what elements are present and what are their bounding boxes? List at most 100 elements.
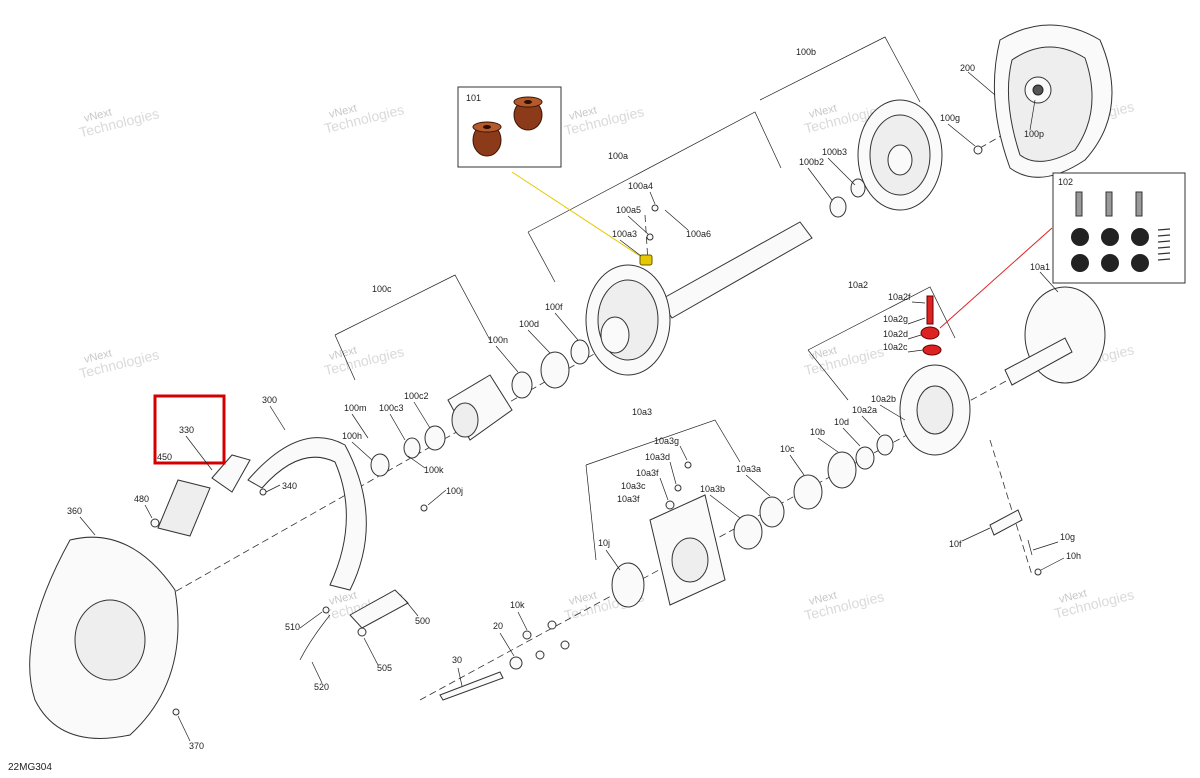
watermark-line2: Technologies bbox=[322, 343, 405, 378]
part-10a3g bbox=[684, 461, 692, 469]
callout-330[interactable]: 330 bbox=[179, 425, 194, 435]
callout-450[interactable]: 450 bbox=[157, 452, 172, 462]
callout-520[interactable]: 520 bbox=[314, 682, 329, 692]
part-10d bbox=[855, 446, 875, 470]
callout-100a4[interactable]: 100a4 bbox=[628, 181, 653, 191]
part-500 bbox=[349, 589, 409, 629]
callout-10a3d[interactable]: 10a3d bbox=[645, 452, 670, 462]
callout-10a2b[interactable]: 10a2b bbox=[871, 394, 896, 404]
part-10f bbox=[989, 509, 1023, 536]
callout-10a2c[interactable]: 10a2c bbox=[883, 342, 908, 352]
callout-10c[interactable]: 10c bbox=[780, 444, 795, 454]
callout-100a3[interactable]: 100a3 bbox=[612, 229, 637, 239]
part-100c3 bbox=[403, 437, 421, 459]
part-100b-hub bbox=[887, 144, 913, 176]
callout-10d[interactable]: 10d bbox=[834, 417, 849, 427]
callout-100c3[interactable]: 100c3 bbox=[379, 403, 404, 413]
callout-10a3g[interactable]: 10a3g bbox=[654, 436, 679, 446]
part-20-washer bbox=[509, 656, 523, 670]
part-10a3a bbox=[759, 496, 785, 528]
callout-100c2[interactable]: 100c2 bbox=[404, 391, 429, 401]
watermark-line2: Technologies bbox=[562, 103, 645, 138]
callout-500[interactable]: 500 bbox=[415, 616, 430, 626]
callout-100b[interactable]: 100b bbox=[796, 47, 816, 57]
callout-10h[interactable]: 10h bbox=[1066, 551, 1081, 561]
inset-102-label: 102 bbox=[1058, 177, 1073, 187]
callout-10a3[interactable]: 10a3 bbox=[632, 407, 652, 417]
reference-code: 22MG304 bbox=[8, 762, 52, 773]
callout-100m[interactable]: 100m bbox=[344, 403, 367, 413]
watermark-line2: Technologies bbox=[1052, 586, 1135, 621]
bushing-a-hole bbox=[483, 125, 491, 129]
callout-505[interactable]: 505 bbox=[377, 663, 392, 673]
bracket-100c-left bbox=[334, 334, 356, 381]
callout-100b3[interactable]: 100b3 bbox=[822, 147, 847, 157]
part-520 bbox=[299, 614, 331, 661]
bracket-100b bbox=[759, 36, 921, 103]
callout-10a3c[interactable]: 10a3c bbox=[621, 481, 646, 491]
callout-100a[interactable]: 100a bbox=[608, 151, 628, 161]
part-10k-1 bbox=[522, 630, 532, 640]
callout-100c[interactable]: 100c bbox=[372, 284, 392, 294]
callout-10a3a[interactable]: 10a3a bbox=[736, 464, 761, 474]
callout-10a3f-upper[interactable]: 10a3f bbox=[636, 468, 659, 478]
part-10a2d bbox=[920, 326, 940, 340]
callout-10a3b[interactable]: 10a3b bbox=[700, 484, 725, 494]
callout-510[interactable]: 510 bbox=[285, 622, 300, 632]
callout-100h[interactable]: 100h bbox=[342, 431, 362, 441]
callout-10a2d[interactable]: 10a2d bbox=[883, 329, 908, 339]
bracket-100a bbox=[527, 111, 782, 233]
callout-10k[interactable]: 10k bbox=[510, 600, 525, 610]
part-100n bbox=[511, 371, 533, 399]
bushing-b-hole bbox=[524, 100, 532, 104]
callout-labels: 100b 200 100g 100p 100b3 100b2 100a 100a… bbox=[67, 47, 1081, 751]
callout-10a2[interactable]: 10a2 bbox=[848, 280, 868, 290]
part-10a2-bore bbox=[916, 385, 954, 435]
callout-100b2[interactable]: 100b2 bbox=[799, 157, 824, 167]
callout-100j[interactable]: 100j bbox=[446, 486, 463, 496]
highlight-box-330[interactable] bbox=[153, 394, 226, 465]
callout-10a1[interactable]: 10a1 bbox=[1030, 262, 1050, 272]
callout-10a2g[interactable]: 10a2g bbox=[883, 314, 908, 324]
callout-360[interactable]: 360 bbox=[67, 506, 82, 516]
part-100d-spring bbox=[540, 351, 570, 389]
callout-100k[interactable]: 100k bbox=[424, 465, 444, 475]
part-10k-2 bbox=[547, 620, 557, 630]
part-100c2 bbox=[424, 425, 446, 451]
callout-100d[interactable]: 100d bbox=[519, 319, 539, 329]
part-100a-hub bbox=[600, 316, 630, 354]
callout-10f[interactable]: 10f bbox=[949, 539, 962, 549]
callout-340[interactable]: 340 bbox=[282, 481, 297, 491]
part-10a1-shaft bbox=[1004, 337, 1073, 386]
axis-line-10h bbox=[989, 439, 1033, 576]
bracket-10a2 bbox=[807, 286, 956, 351]
bracket-10a3 bbox=[585, 419, 741, 466]
callout-100n[interactable]: 100n bbox=[488, 335, 508, 345]
callout-100f[interactable]: 100f bbox=[545, 302, 563, 312]
callout-100g[interactable]: 100g bbox=[940, 113, 960, 123]
callout-100a5[interactable]: 100a5 bbox=[616, 205, 641, 215]
callout-10a2f[interactable]: 10a2f bbox=[888, 292, 911, 302]
callout-30[interactable]: 30 bbox=[452, 655, 462, 665]
part-30-bolt bbox=[439, 671, 504, 701]
callout-300[interactable]: 300 bbox=[262, 395, 277, 405]
callout-10j[interactable]: 10j bbox=[598, 538, 610, 548]
callout-480[interactable]: 480 bbox=[134, 494, 149, 504]
inset-101-label: 101 bbox=[466, 93, 481, 103]
part-100g bbox=[973, 145, 983, 155]
callout-10b[interactable]: 10b bbox=[810, 427, 825, 437]
callout-10g[interactable]: 10g bbox=[1060, 532, 1075, 542]
bracket-100c bbox=[334, 274, 491, 341]
callout-20[interactable]: 20 bbox=[493, 621, 503, 631]
callout-10a2a[interactable]: 10a2a bbox=[852, 405, 877, 415]
callout-100a6[interactable]: 100a6 bbox=[686, 229, 711, 239]
callout-100p[interactable]: 100p bbox=[1024, 129, 1044, 139]
inset-102: 102 bbox=[1052, 172, 1186, 284]
callout-10a3f-lower[interactable]: 10a3f bbox=[617, 494, 640, 504]
callout-370[interactable]: 370 bbox=[189, 741, 204, 751]
part-340 bbox=[259, 488, 267, 496]
part-10j bbox=[611, 562, 645, 608]
callout-200[interactable]: 200 bbox=[960, 63, 975, 73]
